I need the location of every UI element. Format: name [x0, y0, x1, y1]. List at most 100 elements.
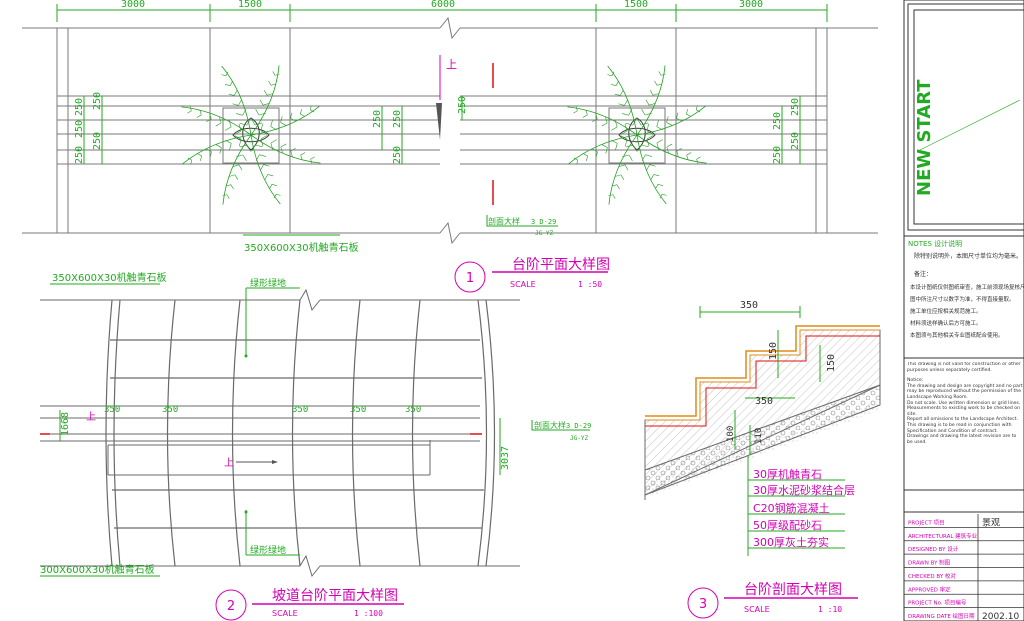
- brand-logo: NEW START: [914, 79, 935, 196]
- section-layer-3: C20钢筋混凝土: [753, 501, 830, 515]
- notice-item: Drawings and drawing the latest revision…: [907, 434, 1017, 445]
- dim-ramp-350-e: 350: [405, 405, 421, 415]
- palm-leaflet: [624, 139, 628, 147]
- palm-leaflet: [197, 153, 202, 157]
- palm-leaflet: [611, 126, 618, 131]
- palm-leaflet: [260, 164, 264, 171]
- palm-leaflet: [251, 118, 256, 126]
- palm-leaflet: [219, 147, 222, 154]
- palm-leaflet: [646, 164, 650, 171]
- notes-item: 施工单位应按相关规范施工。: [910, 307, 982, 315]
- table-row-label: PROJECT 项目: [908, 519, 945, 526]
- palm-leaflet: [650, 174, 655, 180]
- palm-leaflet: [225, 126, 232, 131]
- palm-leaflet: [659, 194, 663, 199]
- palm-leaflet: [255, 144, 263, 148]
- palm-leaflet: [573, 157, 578, 161]
- palm-leaflet: [280, 116, 283, 123]
- palm-leaflet: [189, 106, 192, 112]
- palm-leaflet: [280, 143, 287, 148]
- palm-leaflet: [273, 194, 277, 199]
- palm-leaflet: [653, 174, 660, 177]
- palm-frond: [636, 105, 707, 136]
- palm-leaflet: [582, 114, 588, 118]
- palm-leaflet: [238, 139, 242, 147]
- palm-leaflet: [235, 113, 243, 116]
- palm-leaflet: [656, 139, 663, 144]
- palm-leaflet: [686, 113, 691, 117]
- palm-frond: [221, 65, 252, 136]
- drawing-title-2: 2 坡道台阶平面大样图 SCALE 1 :100: [215, 588, 404, 621]
- palm-frond: [567, 106, 638, 136]
- palm-frond: [636, 134, 707, 164]
- palm-leaflet: [640, 122, 649, 126]
- dim-250-j: 250: [772, 112, 783, 130]
- table-row-label: DRAWING DATE 绘图日期: [908, 612, 975, 620]
- palm-leaflet: [229, 143, 232, 151]
- palm-leaflet: [274, 73, 280, 76]
- palm-leaflet: [628, 154, 633, 161]
- palm-leaflet: [300, 109, 302, 115]
- palm-frond: [607, 65, 638, 136]
- palm-leaflet: [259, 99, 264, 106]
- palm-leaflet: [576, 160, 579, 165]
- dim-ramp-350-a: 350: [104, 405, 120, 415]
- up-label-ramp-a: 上: [86, 411, 96, 423]
- palm-leaflet: [238, 164, 243, 171]
- palm-leaflet: [225, 71, 229, 76]
- palm-leaflet: [658, 71, 662, 76]
- dim-ramp-right: 3037: [500, 446, 511, 470]
- table-row-label: CHECKED BY 校对: [908, 572, 956, 580]
- palm-leaflet: [621, 113, 629, 116]
- palm-leaflet: [696, 109, 701, 113]
- table-row-label: DESIGNED BY 设计: [908, 545, 959, 553]
- title-1-scale-label: SCALE: [510, 280, 536, 289]
- palm-leaflet: [233, 90, 238, 96]
- drawing-title-1: 1 台阶平面大样图 SCALE 1 :50: [454, 257, 610, 293]
- palm-leaflet: [232, 103, 239, 106]
- palm-leaflet: [262, 103, 270, 106]
- palm-leaflet: [239, 122, 247, 126]
- dim-ramp-350-c: 350: [292, 405, 308, 415]
- palm-leaflet: [215, 122, 222, 127]
- palm-leaflet: [270, 139, 277, 144]
- palm-leaflet: [259, 154, 267, 157]
- dim-sec-150-a: 150: [768, 342, 779, 360]
- dim-sec-110: 110: [754, 428, 764, 444]
- palm-leaflet: [263, 90, 268, 96]
- palm-leaflet: [586, 155, 588, 161]
- title-block-table: PROJECT 项目景观ARCHITECTURAL 建筑专业DESIGNED B…: [904, 514, 1024, 621]
- palm-leaflet: [612, 194, 616, 199]
- palm-leaflet: [310, 158, 313, 164]
- palm-leaflet: [234, 130, 242, 135]
- notice-item: Do not scale. Use written dimension or g…: [907, 400, 1021, 417]
- dim-top-2: 1500: [238, 0, 262, 10]
- palm-leaflet: [269, 184, 273, 189]
- material-label-ramp-bottom: 300X600X30机触青石板: [40, 563, 155, 576]
- palm-leaflet: [239, 144, 248, 148]
- notes-label: 备注：: [914, 270, 932, 278]
- title-2-number: 2: [227, 599, 235, 614]
- palm-leaflet: [676, 147, 682, 152]
- palm-leaflet: [310, 109, 315, 113]
- palm-frond: [567, 134, 638, 165]
- palm-leaflet: [242, 109, 247, 116]
- palm-leaflet: [620, 130, 628, 135]
- palm-leaflet: [686, 154, 689, 161]
- notice-label: Notice:: [907, 378, 924, 384]
- dim-250-b: 250: [74, 120, 85, 138]
- palm-leaflet: [625, 144, 634, 148]
- dim-top-5: 3000: [739, 0, 763, 10]
- palm-leaflet: [676, 112, 679, 119]
- dim-250-f: 250: [372, 110, 383, 128]
- palm-leaflet: [592, 118, 598, 123]
- dim-sec-350-mid: 350: [755, 396, 773, 407]
- palm-leaflet: [260, 130, 268, 135]
- palm-leaflet: [255, 154, 260, 161]
- palm-leaflet: [641, 144, 649, 148]
- dim-top-1: 3000: [121, 0, 145, 10]
- palm-leaflet: [266, 93, 273, 96]
- palm-leaflet: [656, 126, 663, 131]
- palm-leaflet: [686, 109, 688, 115]
- section-layer-1: 30厚机触青石: [753, 467, 822, 481]
